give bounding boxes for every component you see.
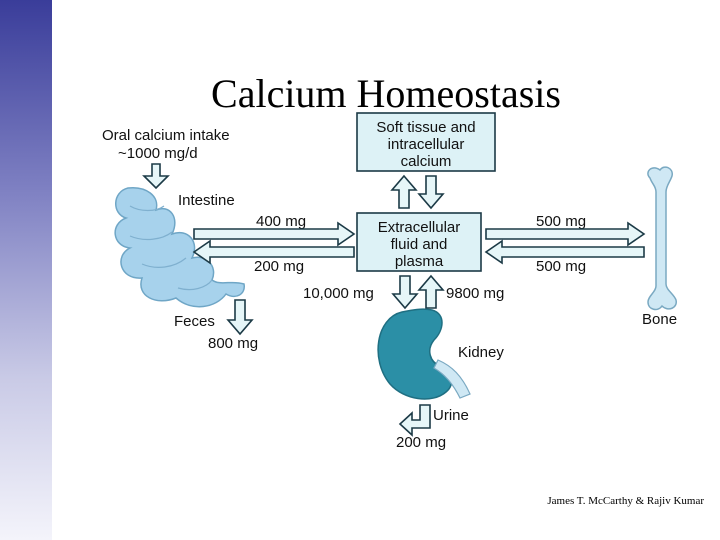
intestine-to-ecf-label: 400 mg bbox=[256, 213, 306, 230]
ecf-to-intestine-label: 200 mg bbox=[254, 258, 304, 275]
bone-to-ecf-label: 500 mg bbox=[536, 258, 586, 275]
soft-tissue-box bbox=[356, 112, 496, 172]
ecf-to-kidney-arrow bbox=[391, 275, 419, 310]
ecf-to-intestine-arrow bbox=[192, 239, 355, 265]
slide-title: Calcium Homeostasis bbox=[211, 71, 561, 116]
kidney-to-ecf-label: 9800 mg bbox=[446, 285, 504, 302]
intake-arrow bbox=[142, 163, 170, 190]
ecf-to-soft-tissue-arrow bbox=[390, 174, 418, 209]
bone-label: Bone bbox=[642, 311, 677, 328]
urine-label: Urine bbox=[433, 407, 469, 424]
soft-tissue-line2: intracellular bbox=[388, 136, 465, 153]
side-band bbox=[0, 0, 52, 540]
intestine-to-ecf-arrow bbox=[193, 221, 356, 247]
intake-label-line1: Oral calcium intake bbox=[102, 127, 230, 144]
soft-tissue-line3: calcium bbox=[401, 153, 452, 170]
ecf-line3: plasma bbox=[395, 253, 444, 270]
kidney-label: Kidney bbox=[458, 344, 504, 361]
soft-tissue-to-ecf-arrow bbox=[417, 175, 445, 210]
kidney-to-ecf-arrow bbox=[417, 274, 445, 309]
ecf-line2: fluid and bbox=[391, 236, 448, 253]
ecf-to-bone-arrow bbox=[485, 221, 646, 247]
intake-label-line2: ~1000 mg/d bbox=[118, 145, 198, 162]
ecf-line1: Extracellular bbox=[378, 219, 461, 236]
feces-label: Feces bbox=[174, 313, 215, 330]
feces-arrow bbox=[226, 299, 254, 336]
urine-amount-label: 200 mg bbox=[396, 434, 446, 451]
ecf-to-bone-label: 500 mg bbox=[536, 213, 586, 230]
credit-text: James T. McCarthy & Rajiv Kumar bbox=[547, 495, 704, 507]
kidney-icon bbox=[377, 308, 471, 400]
urine-arrow bbox=[398, 404, 431, 437]
ecf-box bbox=[356, 212, 482, 272]
soft-tissue-line1: Soft tissue and bbox=[376, 119, 475, 136]
intestine-icon bbox=[114, 187, 245, 308]
feces-amount-label: 800 mg bbox=[208, 335, 258, 352]
bone-icon bbox=[647, 166, 677, 311]
bone-to-ecf-arrow bbox=[484, 239, 645, 265]
ecf-to-kidney-label: 10,000 mg bbox=[303, 285, 374, 302]
intestine-label: Intestine bbox=[178, 192, 235, 209]
